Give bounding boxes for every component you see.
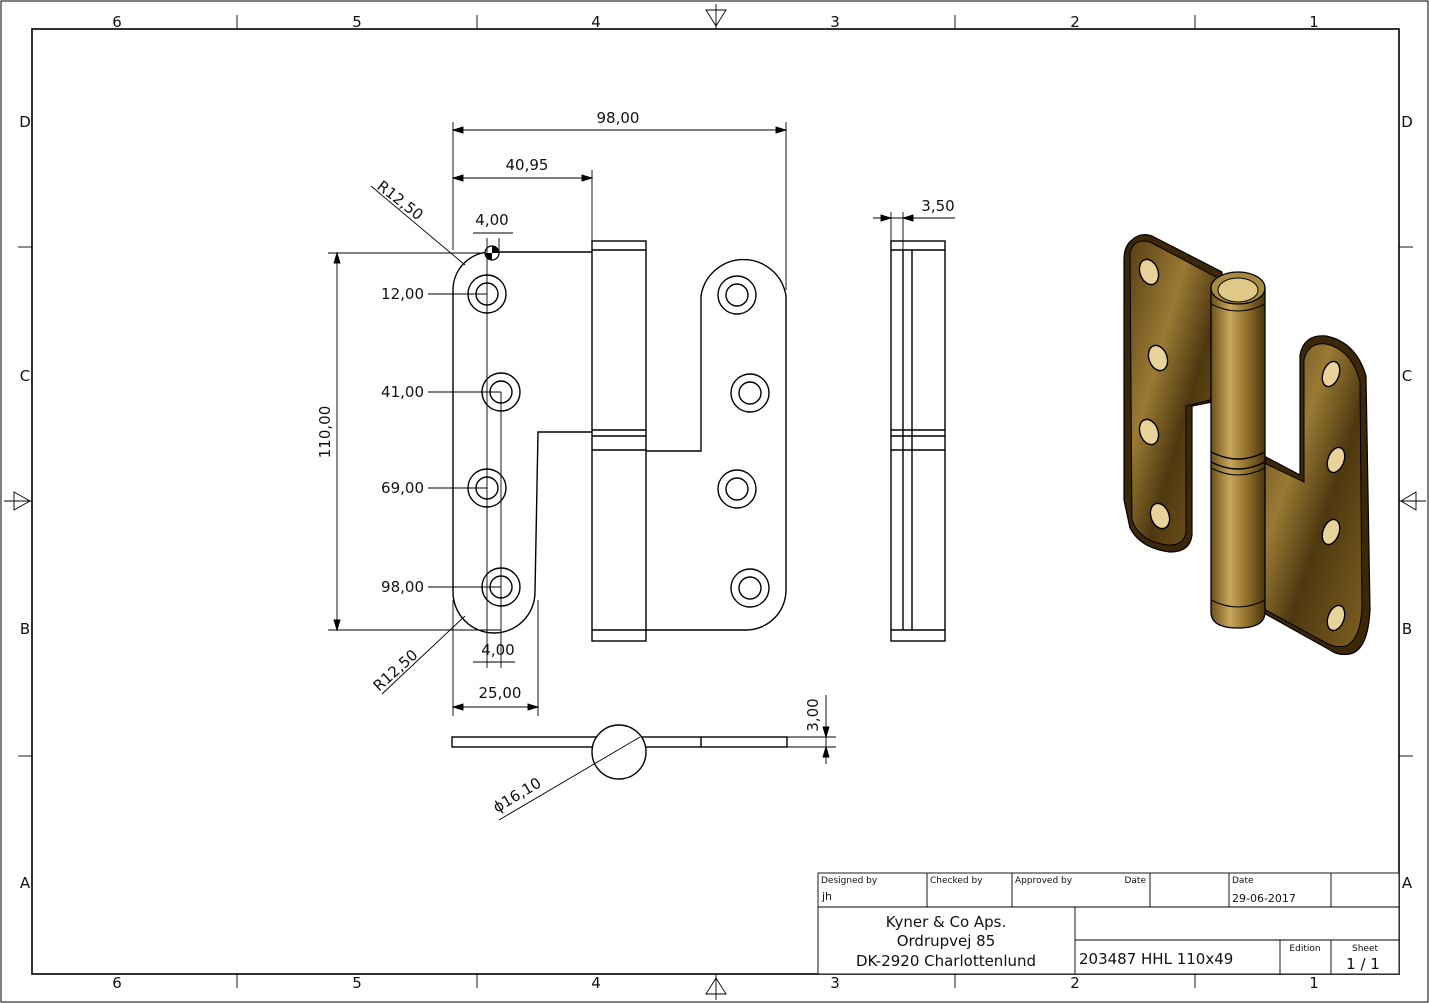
zone-labels-bottom: 6 5 4 3 2 1 xyxy=(112,974,1319,992)
approved-by-label: Approved by xyxy=(1015,876,1073,886)
zone-ticks xyxy=(18,15,1413,988)
dim-hole-4: 98,00 xyxy=(381,578,424,596)
designed-by-label: Designed by xyxy=(821,876,878,886)
right-leaf-holes xyxy=(717,275,770,608)
zone-row-left: B xyxy=(20,620,30,638)
zone-col-bottom: 3 xyxy=(830,974,840,992)
company-city: DK-2920 Charlottenlund xyxy=(856,952,1036,970)
zone-col-top: 4 xyxy=(591,13,601,31)
zone-row-right: D xyxy=(1401,113,1413,131)
date-label-1: Date xyxy=(1124,876,1146,886)
zone-col-top: 3 xyxy=(830,13,840,31)
dim-hole-1: 12,00 xyxy=(381,285,424,303)
date-label-2: Date xyxy=(1232,876,1254,886)
zone-labels-right: D C B A xyxy=(1401,113,1413,892)
checked-by-label: Checked by xyxy=(930,876,983,886)
hinge-right-holes xyxy=(1321,360,1346,632)
zone-col-top: 5 xyxy=(352,13,362,31)
company-name: Kyner & Co Aps. xyxy=(886,913,1007,931)
side-view xyxy=(890,240,946,642)
zone-row-right: B xyxy=(1402,620,1412,638)
title-block xyxy=(817,872,1400,975)
dimension-lines xyxy=(328,122,788,716)
top-view xyxy=(451,724,788,780)
hinge-left-holes xyxy=(1138,258,1171,530)
zone-col-bottom: 4 xyxy=(591,974,601,992)
sheet-value: 1 / 1 xyxy=(1346,955,1380,973)
company-street: Ordrupvej 85 xyxy=(897,932,996,950)
zone-col-bottom: 5 xyxy=(352,974,362,992)
zone-labels-left: D C B A xyxy=(19,113,31,892)
top-view-dimensions xyxy=(498,695,836,821)
dim-height: 110,00 xyxy=(316,406,334,459)
zone-col-bottom: 6 xyxy=(112,974,122,992)
front-view xyxy=(328,122,788,716)
edition-label: Edition xyxy=(1289,944,1320,954)
inner-border xyxy=(31,28,1400,975)
zone-labels-top: 6 5 4 3 2 1 xyxy=(112,13,1319,31)
center-marker-icons xyxy=(4,4,1426,1000)
dim-hole-offset-top: 4,00 xyxy=(475,211,508,229)
dim-radius-top: R12,50 xyxy=(374,177,427,224)
dimension-texts: 98,00 40,95 R12,50 4,00 110,00 12,00 41,… xyxy=(316,109,955,816)
part-number: 203487 HHL 110x49 xyxy=(1079,950,1233,968)
zone-row-left: D xyxy=(19,113,31,131)
zone-col-bottom: 2 xyxy=(1070,974,1080,992)
dim-width-total: 98,00 xyxy=(597,109,640,127)
zone-col-top: 2 xyxy=(1070,13,1080,31)
knuckle-front xyxy=(591,240,647,642)
dim-radius-bottom: R12,50 xyxy=(370,646,422,695)
designed-by-value: jh xyxy=(821,890,832,903)
zone-row-right: A xyxy=(1402,874,1413,892)
zone-row-right: C xyxy=(1402,367,1412,385)
zone-row-left: C xyxy=(20,367,30,385)
left-leaf-holes xyxy=(467,274,521,607)
zone-row-left: A xyxy=(20,874,31,892)
dim-leaf-width: 25,00 xyxy=(479,684,522,702)
left-leaf-outline xyxy=(452,251,592,634)
dim-width-leaf: 40,95 xyxy=(506,156,549,174)
date-value: 29-06-2017 xyxy=(1232,892,1296,905)
title-block-text: Designed by jh Checked by Approved by Da… xyxy=(821,876,1380,973)
dim-hole-2: 41,00 xyxy=(381,383,424,401)
zone-col-bottom: 1 xyxy=(1309,974,1319,992)
dim-side-thickness: 3,50 xyxy=(921,197,954,215)
dim-knuckle-diameter: ϕ16,10 xyxy=(490,774,545,817)
dim-hole-3: 69,00 xyxy=(381,479,424,497)
side-view-dimension xyxy=(873,212,955,250)
right-leaf-outline xyxy=(646,258,787,631)
zone-col-top: 6 xyxy=(112,13,122,31)
dim-plate-thickness: 3,00 xyxy=(804,698,822,731)
hinge-3d-render xyxy=(1123,234,1371,656)
sheet-label: Sheet xyxy=(1352,944,1378,954)
dim-hole-offset-bottom: 4,00 xyxy=(481,641,514,659)
zone-col-top: 1 xyxy=(1309,13,1319,31)
